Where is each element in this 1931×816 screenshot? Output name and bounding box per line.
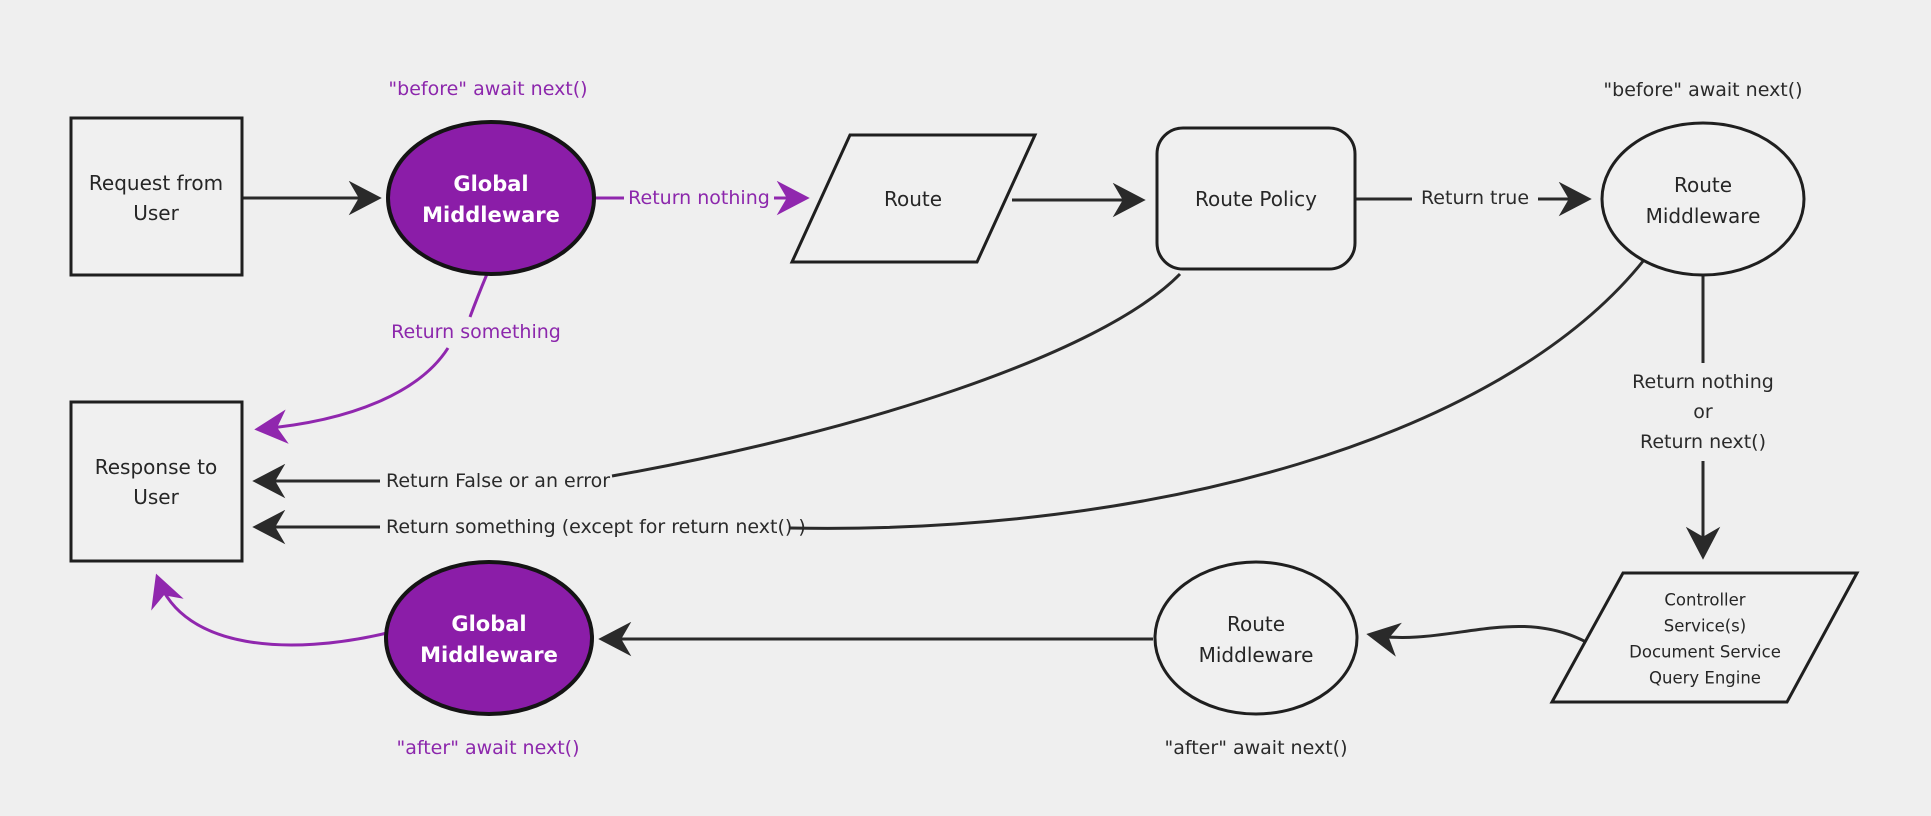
node-response-line2: User [133, 485, 179, 509]
node-global-middleware-bottom-line2: Middleware [420, 643, 558, 667]
node-global-middleware-bottom-line1: Global [451, 612, 526, 636]
node-route-middleware-bottom-line2: Middleware [1199, 643, 1314, 667]
node-route-middleware-bottom [1153, 560, 1359, 716]
node-global-middleware-bottom [384, 560, 594, 716]
node-route-middleware-top-line1: Route [1674, 173, 1732, 197]
node-route-policy-label: Route Policy [1195, 187, 1317, 211]
node-route-label: Route [884, 187, 942, 211]
node-controller-services [1549, 571, 1860, 704]
node-response-line1: Response to [95, 455, 218, 479]
nodes: Request from User Global Middleware Rout… [69, 116, 1860, 716]
edge-global-middleware-bottom-to-response [151, 573, 388, 647]
label-return-nothing-or-line2: or [1693, 401, 1713, 423]
node-route-middleware-bottom-line1: Route [1227, 612, 1285, 636]
edge-return-something-curve-bottom [254, 347, 450, 444]
label-return-nothing-or-line1: Return nothing [1632, 371, 1774, 393]
label-before-await-next-right: "before" await next() [1603, 79, 1802, 101]
node-controller-line4: Query Engine [1649, 669, 1761, 688]
label-return-something: Return something [391, 321, 561, 343]
node-request-line2: User [133, 201, 179, 225]
label-after-await-next-purple: "after" await next() [397, 737, 580, 759]
label-return-nothing-or-line3: Return next() [1640, 431, 1766, 453]
label-before-await-next-top: "before" await next() [388, 78, 587, 100]
node-controller-line3: Document Service [1629, 643, 1781, 662]
node-response-to-user [69, 400, 244, 563]
label-return-something-except: Return something (except for return next… [386, 516, 806, 538]
node-controller-line1: Controller [1664, 591, 1745, 610]
node-request-line1: Request from [89, 171, 223, 195]
node-request-from-user [69, 116, 244, 277]
node-route-policy [1155, 126, 1357, 271]
node-controller-line2: Service(s) [1664, 617, 1746, 636]
label-return-false-or-error: Return False or an error [386, 470, 610, 492]
node-route [789, 133, 1038, 264]
edge-return-something-curve-top [468, 273, 489, 318]
node-global-middleware-top-line2: Middleware [422, 203, 560, 227]
edge-labels: "before" await next() Return nothing Ret… [386, 78, 1803, 759]
node-route-middleware-top [1600, 121, 1806, 277]
edge-return-something-except-curve [789, 259, 1646, 530]
edge-controller-to-route-middleware-bottom [1366, 622, 1589, 657]
label-return-nothing: Return nothing [628, 187, 770, 209]
edge-return-false-curve [611, 272, 1182, 478]
node-global-middleware-top [386, 120, 596, 276]
label-after-await-next-black: "after" await next() [1165, 737, 1348, 759]
label-return-true: Return true [1421, 187, 1529, 209]
edges [151, 180, 1721, 657]
node-global-middleware-top-line1: Global [453, 172, 528, 196]
node-route-middleware-top-line2: Middleware [1646, 204, 1761, 228]
